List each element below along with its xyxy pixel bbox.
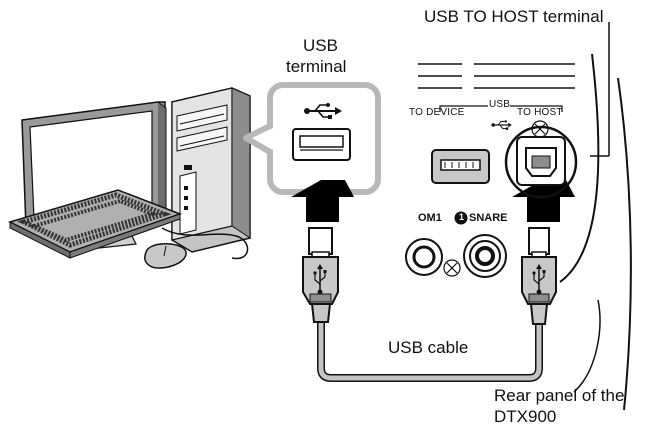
to-host-label: TO HOST	[517, 107, 563, 118]
highlight-circle	[504, 125, 578, 199]
keyboard-icon	[7, 189, 183, 259]
rear-panel-label-line2: DTX900	[494, 407, 557, 426]
usb-a-port-icon	[292, 128, 351, 161]
usb-a-plug-icon	[302, 227, 339, 323]
usb-terminal-label-line1: USB	[303, 36, 338, 55]
pc-tower-icon	[171, 87, 251, 253]
rear-panel	[405, 22, 632, 411]
usb-cable-label: USB cable	[388, 338, 469, 357]
snare-number-label: 1	[458, 212, 464, 222]
mouse-icon	[144, 243, 187, 269]
usb-b-port-icon	[516, 136, 566, 186]
usb-symbol-icon	[491, 120, 512, 130]
usb-group-label: USB	[489, 99, 511, 110]
screw-icon	[443, 259, 461, 277]
usb-to-host-terminal-label: USB TO HOST terminal	[424, 7, 604, 26]
arrow-up-icon	[291, 180, 354, 222]
tom1-label: OM1	[418, 212, 442, 224]
snare-label: SNARE	[469, 212, 508, 224]
usb-terminal-callout	[243, 82, 381, 195]
jack-socket-icon	[405, 238, 443, 276]
screw-icon	[531, 120, 549, 138]
usb-symbol-icon	[304, 103, 342, 119]
jack-socket-icon	[463, 234, 507, 278]
to-device-label: TO DEVICE	[409, 107, 465, 118]
mouse-cable	[161, 227, 249, 260]
usb-terminal-label-line2: terminal	[286, 57, 347, 76]
usb-a-port-icon	[431, 149, 490, 184]
usb-b-plug-icon	[521, 227, 557, 325]
number-circle-icon	[454, 211, 468, 225]
rear-panel-label-line1: Rear panel of the	[494, 386, 625, 405]
